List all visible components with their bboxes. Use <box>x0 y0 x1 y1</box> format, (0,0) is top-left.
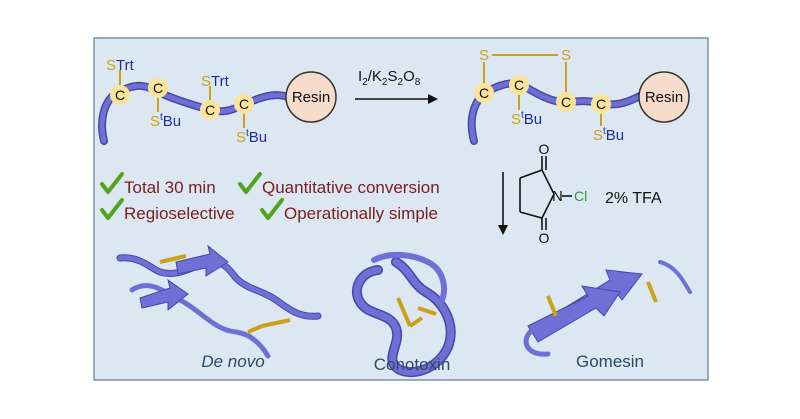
protecting-group-tbu: StBu <box>511 110 542 128</box>
oxygen-label: O <box>539 141 550 157</box>
check-icon <box>238 172 262 194</box>
protecting-group-tbu: StBu <box>150 112 181 130</box>
resin-label: Resin <box>645 89 683 106</box>
resin-bead: Resin <box>638 71 690 123</box>
cys-bead: C <box>509 75 529 95</box>
cys-label: C <box>239 96 249 112</box>
reagent-label: I2/K2S2O8 <box>358 68 421 88</box>
ribbon <box>117 255 321 319</box>
cys-label: C <box>115 87 125 103</box>
protecting-group-trt: STrt <box>201 73 230 90</box>
cys-bead: C <box>110 85 130 105</box>
structure-gomesin: Gomesin <box>523 260 692 371</box>
cys-label: C <box>561 94 571 110</box>
check-icon <box>100 172 124 194</box>
cys-label: C <box>205 102 215 118</box>
cys-label: C <box>479 85 489 101</box>
protecting-group-tbu: StBu <box>593 126 624 144</box>
disulfide-stick <box>417 306 437 316</box>
chlorine-label: Cl <box>574 188 587 204</box>
protecting-group-tbu: StBu <box>236 128 267 146</box>
cys-bead: C <box>234 94 254 114</box>
ribbon <box>353 258 455 376</box>
ribbon <box>523 329 551 357</box>
disulfide-stick <box>546 295 558 317</box>
cys-label: C <box>153 80 163 96</box>
cys-label: C <box>596 96 606 112</box>
feature-item: Regioselective <box>100 198 235 223</box>
check-icon <box>260 198 284 220</box>
feature-item: Operationally simple <box>260 198 438 223</box>
structure-label: Gomesin <box>576 352 644 371</box>
start-peptide: C C C C STrt StBu STrt StBu Resin <box>98 57 337 146</box>
cys-bead: C <box>200 100 220 120</box>
product-peptide: S S C C C C StBu StBu Resin <box>467 47 690 145</box>
panel-background <box>93 37 709 381</box>
arrow-right-icon <box>355 94 438 104</box>
check-icon <box>100 198 124 220</box>
cys-bead: C <box>474 83 494 103</box>
cys-bead: C <box>591 94 611 114</box>
disulfide-stick <box>159 254 187 264</box>
structure-conotoxin: Conotoxin <box>351 252 456 377</box>
structure-de-novo: De novo <box>116 244 322 371</box>
arrow-down-icon <box>498 172 508 235</box>
cys-label: C <box>514 77 524 93</box>
bridge-sulfur-label: S <box>479 47 489 64</box>
cys-bead: C <box>556 92 576 112</box>
feature-list: Total 30 min Quantitative conversion Reg… <box>100 172 440 223</box>
disulfide-stick <box>261 318 291 328</box>
beta-strand-arrow <box>527 285 621 343</box>
feature-item: Quantitative conversion <box>238 172 440 197</box>
structure-label: De novo <box>201 352 264 371</box>
disulfide-stick <box>396 297 412 327</box>
feature-label: Operationally simple <box>284 204 438 223</box>
protecting-group-trt: STrt <box>106 57 135 74</box>
feature-label: Total 30 min <box>124 178 216 197</box>
feature-label: Regioselective <box>124 204 235 223</box>
conditions-label: 2% TFA <box>605 190 662 207</box>
feature-label: Quantitative conversion <box>262 178 440 197</box>
ribbon <box>129 283 271 359</box>
resin-bead: Resin <box>285 71 337 123</box>
feature-item: Total 30 min <box>100 172 216 197</box>
disulfide-stick <box>646 281 658 303</box>
disulfide-stick <box>408 316 424 328</box>
succinimide-ring-icon <box>519 156 572 230</box>
disulfide-stick <box>247 324 263 334</box>
reaction-step-oxidation: I2/K2S2O8 <box>355 68 438 104</box>
nitrogen-label: N <box>552 188 563 205</box>
ribbon <box>658 260 692 294</box>
oxygen-label: O <box>539 230 550 246</box>
structure-label: Conotoxin <box>374 355 451 374</box>
beta-strand-arrow <box>139 278 189 312</box>
reaction-step-deprotection: O O N Cl 2% TFA <box>498 141 662 246</box>
cys-bead: C <box>148 78 168 98</box>
beta-strand-arrow <box>175 244 229 277</box>
bridge-sulfur-label: S <box>561 47 571 64</box>
resin-label: Resin <box>292 89 330 106</box>
ribbon <box>371 252 447 307</box>
